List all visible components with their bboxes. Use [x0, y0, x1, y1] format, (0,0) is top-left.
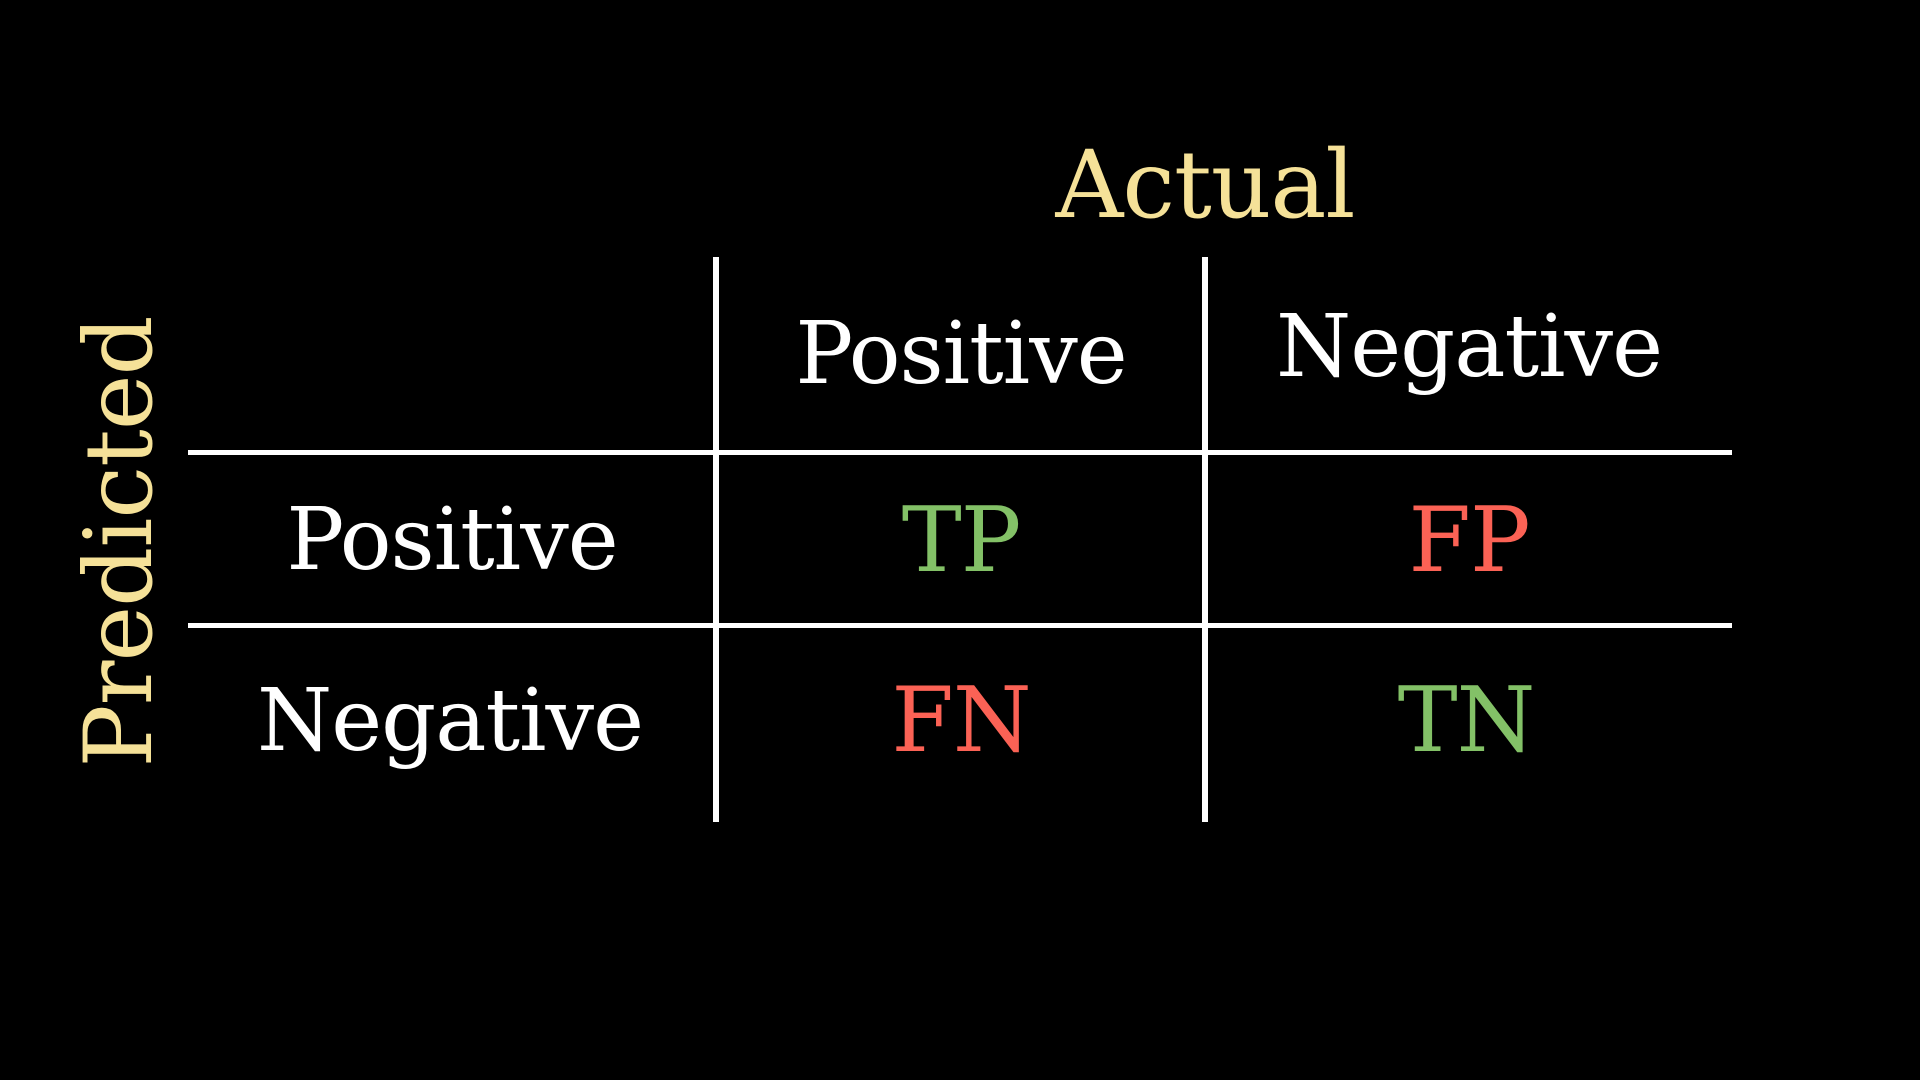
grid-line-horizontal-top	[188, 450, 1732, 455]
cell-false-positive: FP	[1408, 488, 1530, 593]
row-header-predicted-negative: Negative	[256, 671, 644, 771]
cell-true-negative: TN	[1397, 668, 1536, 773]
cell-true-positive: TP	[901, 488, 1022, 593]
column-header-actual-positive: Positive	[795, 304, 1127, 404]
row-header-predicted-positive: Positive	[286, 490, 618, 590]
cell-false-negative: FN	[891, 668, 1031, 773]
grid-line-horizontal-bottom	[188, 623, 1732, 628]
predicted-axis-title: Predicted	[65, 316, 174, 768]
actual-axis-title: Actual	[1055, 131, 1356, 240]
grid-line-vertical-left	[713, 257, 719, 822]
grid-line-vertical-right	[1202, 257, 1208, 822]
column-header-actual-negative: Negative	[1275, 297, 1663, 397]
